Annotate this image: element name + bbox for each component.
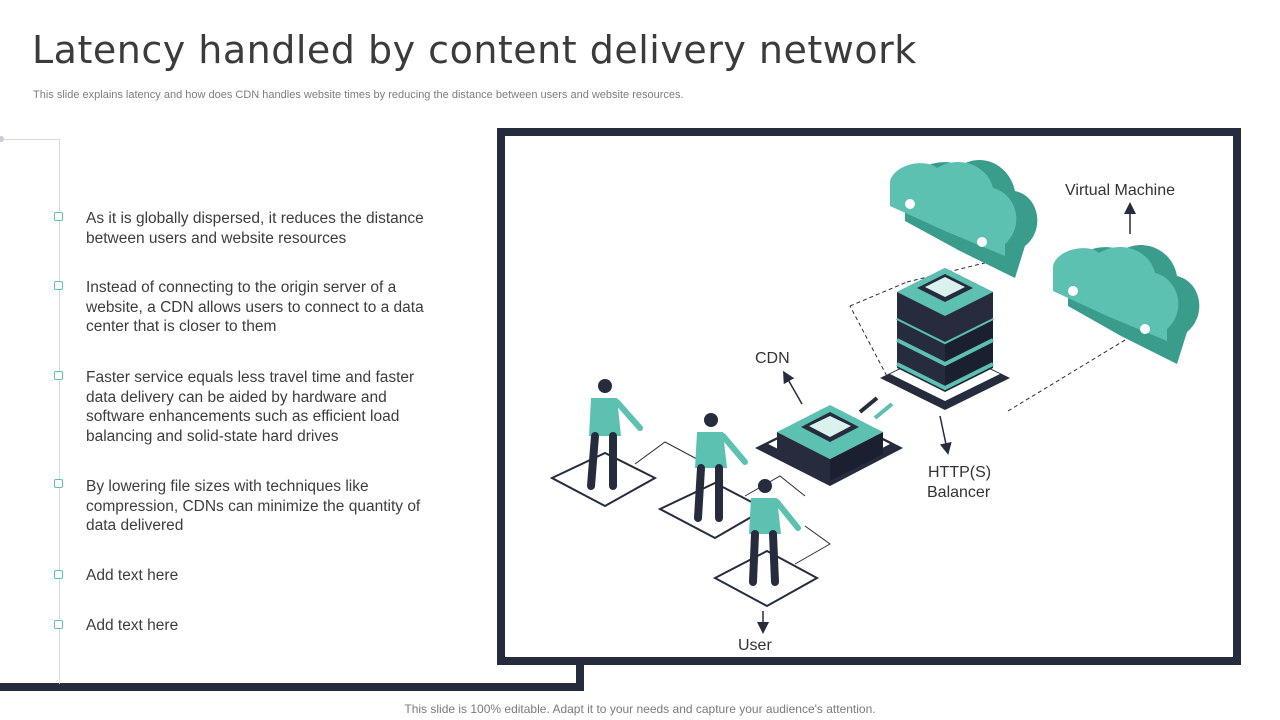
tile-connectors [634,441,831,565]
point-6-text: Add text here [86,617,179,634]
cdn-illustration: Virtual Machine CDN HTTP(S) Balancer Use… [497,128,1241,665]
person-icon [694,413,748,522]
balancer-pointer-arrow [939,415,952,455]
timeline-start-dot [0,136,4,142]
cdn-pointer-arrow [783,370,803,405]
cdn-label: CDN [755,350,790,367]
arrow-to-cdn-icon [858,396,879,414]
bullet-marker [54,620,63,629]
bullet-marker [54,212,63,221]
balancer-label-line1: HTTP(S) [928,464,992,481]
bullet-marker [54,281,63,290]
person-icon [587,379,643,490]
timeline-top-line [0,139,60,140]
user-floor-tiles [549,451,820,608]
virtual-machine-label: Virtual Machine [1065,182,1175,199]
point-5-text: Add text here [86,567,179,584]
point-1-text: As it is globally dispersed, it reduces … [86,210,424,247]
slide-title: Latency handled by content delivery netw… [32,28,917,72]
point-4-text: By lowering file sizes with techniques l… [86,478,421,534]
point-3-text: Faster service equals less travel time a… [86,369,415,445]
arrow-to-balancer-icon [873,402,894,420]
footer-note: This slide is 100% editable. Adapt it to… [404,702,876,716]
point-2-text: Instead of connecting to the origin serv… [86,279,424,335]
cloud-icon [890,160,1038,278]
bullet-marker [54,371,63,380]
cloud-icon [1053,245,1200,364]
balancer-label-line2: Balancer [927,484,991,501]
user-label: User [738,637,772,654]
bullet-marker [54,570,63,579]
dashed-connection-lines [849,256,1136,412]
cdn-server-icon [755,405,903,486]
cdn-diagram-svg [549,160,1200,634]
balancer-server-stack-icon [880,268,1010,410]
timeline-line [59,139,60,684]
person-icon [749,479,801,586]
bullet-marker [54,479,63,488]
slide-subtitle: This slide explains latency and how does… [33,89,684,101]
